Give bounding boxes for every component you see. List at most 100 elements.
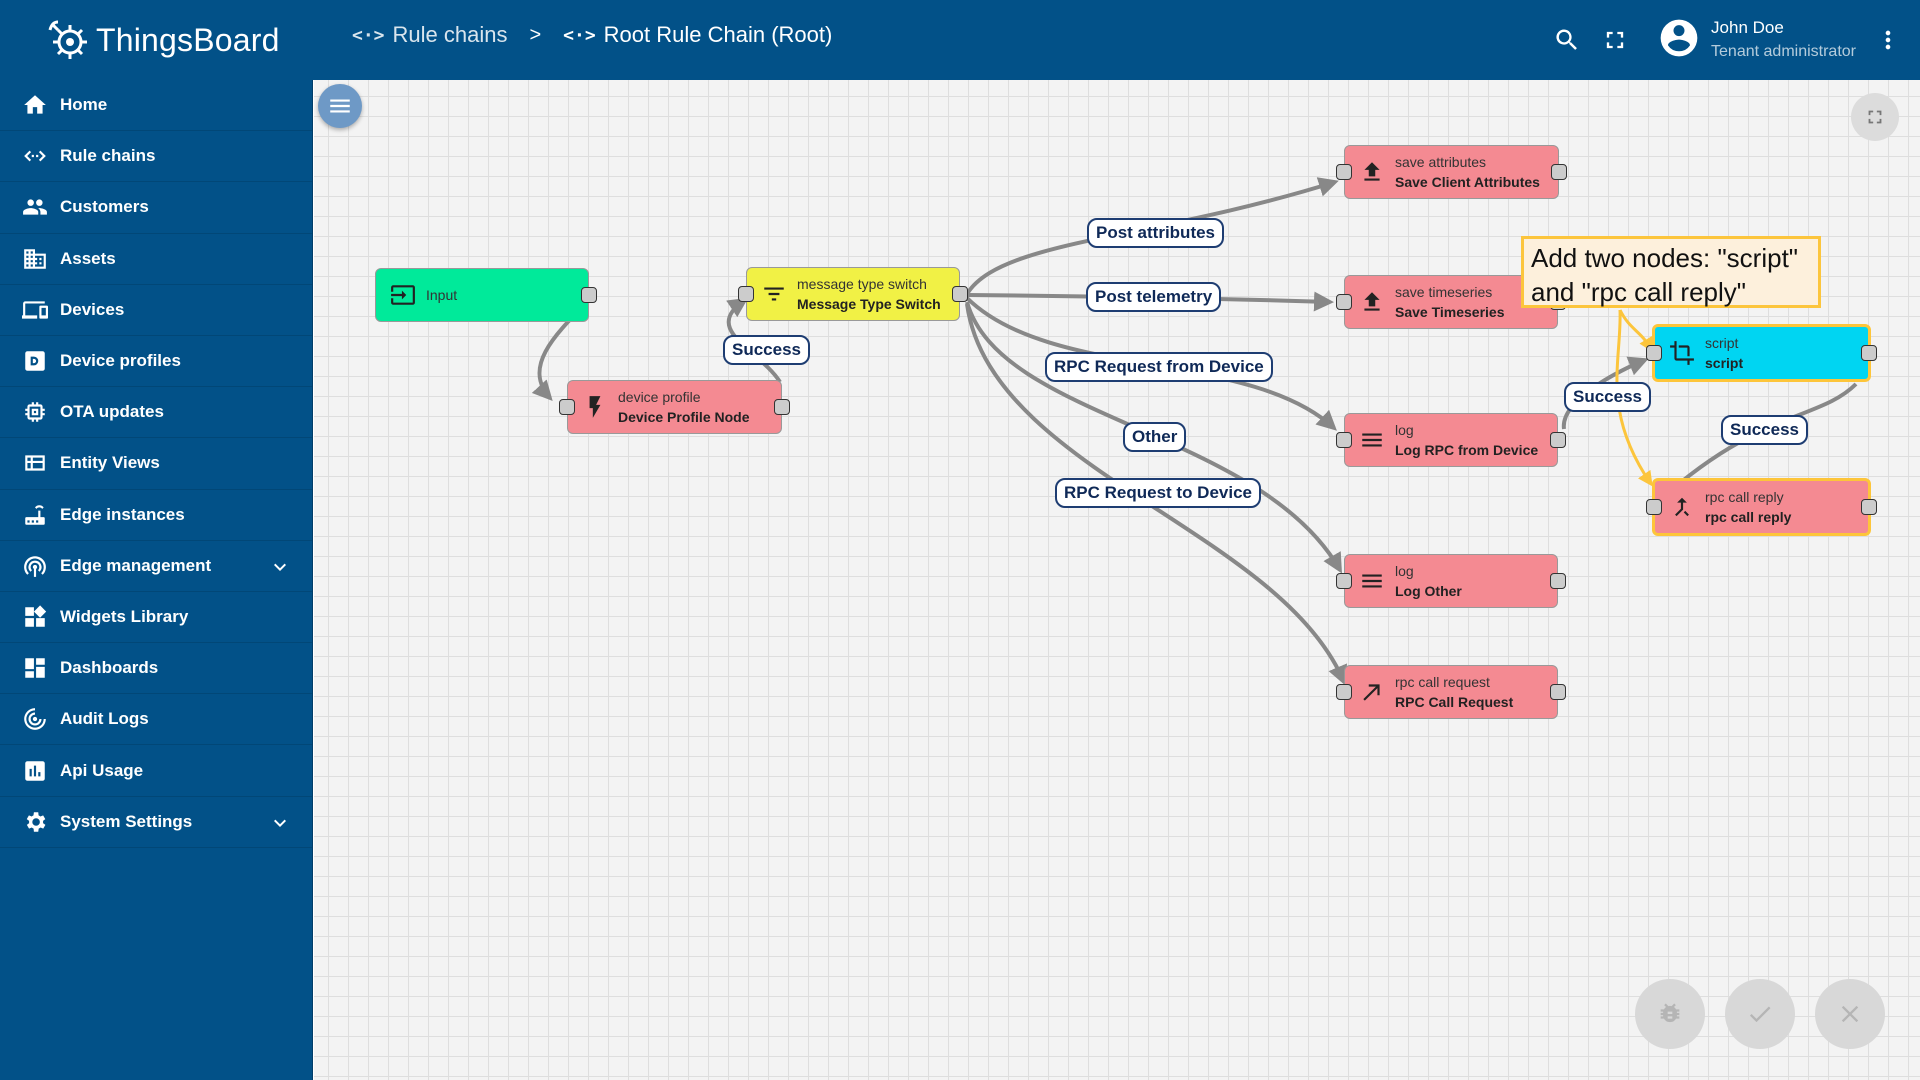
node-rpc-call-request[interactable]: rpc call request RPC Call Request <box>1336 665 1566 719</box>
sidebar-item-widgets-library[interactable]: Widgets Library <box>0 592 312 644</box>
rule-chain-icon: <·> <box>563 24 596 46</box>
node-name: rpc call reply <box>1705 509 1792 525</box>
check-icon <box>1749 1006 1771 1023</box>
widgets-library-icon <box>25 605 47 627</box>
node-label: message type switch Message Type Switch <box>797 274 941 314</box>
sidebar-item-audit-logs[interactable]: Audit Logs <box>0 694 312 746</box>
node-name: script <box>1705 355 1744 371</box>
close-icon <box>1841 1005 1859 1023</box>
node-type: Input <box>426 287 458 303</box>
wire-label-success[interactable]: Success <box>1564 382 1651 412</box>
node-label: device profile Device Profile Node <box>618 387 750 427</box>
wire-label-rpc-request-from-device[interactable]: RPC Request from Device <box>1045 352 1273 382</box>
node-input[interactable]: Input <box>375 268 597 322</box>
more-menu-button[interactable] <box>1868 16 1908 64</box>
fullscreen-button[interactable] <box>1591 16 1639 64</box>
output-port[interactable] <box>1550 432 1566 448</box>
input-port[interactable] <box>1336 164 1352 180</box>
api-usage-icon <box>25 760 45 781</box>
thingsboard-logo-icon <box>48 20 87 59</box>
sidebar-item-device-profiles[interactable]: Device profiles <box>0 336 312 388</box>
sidebar-item-edge-management[interactable]: Edge management <box>0 541 312 592</box>
wire-label-other[interactable]: Other <box>1123 422 1187 452</box>
apply-changes-button[interactable] <box>1725 979 1795 1049</box>
node-type: save attributes <box>1395 154 1487 170</box>
node-script[interactable]: script script <box>1646 324 1877 382</box>
app-name: ThingsBoard <box>96 21 280 58</box>
input-port[interactable] <box>1646 499 1662 515</box>
sidebar-item-edge-instances[interactable]: Edge instances <box>0 490 312 541</box>
sidebar: Home Rule chains Customers Assets Device… <box>0 80 313 1080</box>
wire-label-success[interactable]: Success <box>1721 415 1808 445</box>
breadcrumb-label: Root Rule Chain (Root) <box>603 22 833 47</box>
output-port[interactable] <box>1550 684 1566 700</box>
node-type: rpc call request <box>1395 674 1490 690</box>
node-save-client-attributes[interactable]: save attributes Save Client Attributes <box>1336 145 1567 199</box>
output-port[interactable] <box>1861 499 1877 515</box>
home-icon <box>24 95 46 114</box>
wire-label-post-telemetry[interactable]: Post telemetry <box>1086 282 1222 312</box>
node-log-other[interactable]: log Log Other <box>1336 554 1566 608</box>
input-port[interactable] <box>559 399 575 415</box>
node-name: Save Timeseries <box>1395 304 1505 320</box>
debug-mode-button[interactable] <box>1635 979 1705 1049</box>
instruction-tooltip: Add two nodes: "script" and "rpc call re… <box>1521 236 1821 308</box>
user-name: John Doe <box>1711 18 1784 37</box>
user-menu[interactable]: John Doe Tenant administrator <box>1657 16 1856 65</box>
node-library-menu-button[interactable] <box>318 84 362 128</box>
wire-label-rpc-request-to-device[interactable]: RPC Request to Device <box>1055 478 1261 508</box>
node-label: rpc call reply rpc call reply <box>1705 487 1791 527</box>
node-message-type-switch[interactable]: message type switch Message Type Switch <box>738 267 968 321</box>
sidebar-item-label: Audit Logs <box>60 709 149 729</box>
sidebar-item-label: Devices <box>60 299 125 319</box>
output-port[interactable] <box>774 399 790 415</box>
rule-chains-icon <box>24 150 46 162</box>
sidebar-item-home[interactable]: Home <box>0 80 312 132</box>
sidebar-item-devices[interactable]: Devices <box>0 285 312 336</box>
node-name: Log Other <box>1395 583 1462 599</box>
input-port[interactable] <box>1646 345 1662 361</box>
edge-instances-icon <box>25 504 45 525</box>
input-port[interactable] <box>1336 432 1352 448</box>
search-icon <box>1556 29 1577 50</box>
input-port[interactable] <box>1336 684 1352 700</box>
node-type: save timeseries <box>1395 284 1493 300</box>
breadcrumb: <·> Rule chains > <·> Root Rule Chain (R… <box>352 22 832 48</box>
output-port[interactable] <box>581 287 597 303</box>
breadcrumb-rule-chains[interactable]: <·> Rule chains <box>352 22 507 48</box>
sidebar-item-label: Home <box>60 95 108 115</box>
arrow-up-right-icon <box>1359 679 1385 705</box>
sidebar-item-dashboards[interactable]: Dashboards <box>0 643 312 695</box>
sidebar-item-label: Dashboards <box>60 658 159 678</box>
node-device-profile[interactable]: device profile Device Profile Node <box>559 380 790 434</box>
sidebar-item-assets[interactable]: Assets <box>0 234 312 285</box>
node-rpc-call-reply[interactable]: rpc call reply rpc call reply <box>1646 478 1877 536</box>
output-port[interactable] <box>1551 164 1567 180</box>
sidebar-item-label: OTA updates <box>60 402 164 422</box>
output-port[interactable] <box>952 286 968 302</box>
input-port[interactable] <box>1336 573 1352 589</box>
breadcrumb-label: Rule chains <box>392 22 508 47</box>
sidebar-item-label: Device profiles <box>60 351 181 371</box>
menu-lines-icon <box>1359 568 1385 594</box>
input-port[interactable] <box>738 286 754 302</box>
sidebar-item-system-settings[interactable]: System Settings <box>0 797 312 848</box>
search-button[interactable] <box>1543 16 1591 64</box>
sidebar-item-label: Api Usage <box>60 760 144 780</box>
node-log-rpc-from-device[interactable]: log Log RPC from Device <box>1336 413 1566 467</box>
sidebar-item-entity-views[interactable]: Entity Views <box>0 438 312 490</box>
sidebar-item-api-usage[interactable]: Api Usage <box>0 745 312 797</box>
output-port[interactable] <box>1861 345 1877 361</box>
node-type: rpc call reply <box>1705 489 1784 505</box>
sidebar-item-ota-updates[interactable]: OTA updates <box>0 387 312 439</box>
sidebar-item-rule-chains[interactable]: Rule chains <box>0 131 312 183</box>
wire-label-post-attributes[interactable]: Post attributes <box>1087 218 1225 248</box>
wire-label-success[interactable]: Success <box>723 335 810 365</box>
sidebar-item-customers[interactable]: Customers <box>0 182 312 234</box>
output-port[interactable] <box>1550 573 1566 589</box>
thingsboard-logo[interactable]: ThingsBoard <box>44 14 280 66</box>
node-type: log <box>1395 422 1414 438</box>
revert-changes-button[interactable] <box>1815 979 1885 1049</box>
input-port[interactable] <box>1336 294 1352 310</box>
canvas-fullscreen-button[interactable] <box>1851 93 1899 141</box>
